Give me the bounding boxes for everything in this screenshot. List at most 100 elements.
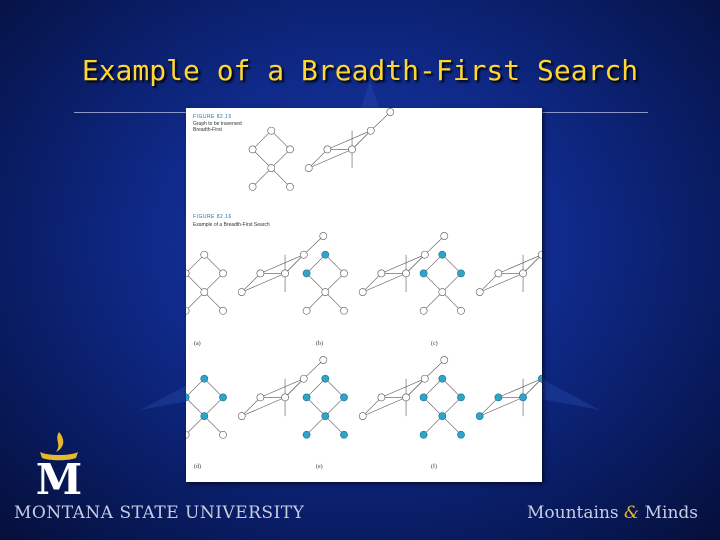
graph-edge bbox=[442, 397, 462, 417]
graph-b bbox=[302, 232, 449, 315]
graph-edge bbox=[204, 415, 224, 436]
graph-edge bbox=[306, 415, 326, 436]
graph-node-visited bbox=[457, 269, 465, 278]
graph-edge bbox=[241, 397, 286, 417]
graph-node bbox=[402, 269, 410, 278]
graph-node bbox=[186, 269, 190, 278]
graph-edge bbox=[423, 273, 443, 293]
graph-edge bbox=[241, 273, 286, 293]
graph-edge bbox=[271, 149, 291, 169]
graph-node-visited bbox=[200, 412, 209, 420]
msu-logo: M bbox=[36, 432, 82, 498]
graph-node bbox=[219, 306, 227, 315]
bfs-figure: FIGURE 82.15 Graph to be traversed Bread… bbox=[186, 108, 542, 482]
graph-node bbox=[237, 412, 246, 420]
graph-edge bbox=[498, 254, 542, 274]
graph-node bbox=[304, 164, 313, 172]
slide-title: Example of a Breadth-First Search bbox=[81, 54, 639, 87]
graph-edge bbox=[479, 397, 524, 417]
graph-node-visited bbox=[537, 374, 542, 383]
graph-node bbox=[323, 145, 332, 154]
panel-label-e: (e) bbox=[316, 464, 323, 470]
graph-a bbox=[186, 232, 328, 315]
graph-edge bbox=[186, 378, 205, 398]
graph-edge bbox=[442, 291, 462, 312]
motto-right: Minds bbox=[644, 503, 698, 523]
graph-c bbox=[419, 250, 542, 315]
graph-edge bbox=[303, 359, 324, 379]
title-rule-left bbox=[74, 112, 192, 113]
graph-edge bbox=[442, 254, 462, 274]
graph-edge bbox=[284, 378, 304, 398]
graph-node bbox=[340, 269, 348, 278]
graph-edge bbox=[381, 254, 425, 274]
graph-node-visited bbox=[219, 393, 227, 402]
graph-node bbox=[281, 393, 289, 402]
graph-node-visited bbox=[519, 393, 527, 402]
graph-node bbox=[366, 126, 375, 135]
graph-node-visited bbox=[321, 250, 330, 259]
graph-node-visited bbox=[340, 430, 348, 439]
graph-node bbox=[348, 145, 356, 154]
graph-node bbox=[519, 269, 527, 278]
graph-node-visited bbox=[340, 393, 348, 402]
graph-e bbox=[302, 356, 449, 439]
graph-node-visited bbox=[419, 393, 428, 402]
motto: Mountains & Minds bbox=[527, 503, 698, 523]
graph-edge bbox=[405, 378, 425, 398]
graph-node bbox=[319, 232, 328, 240]
graph-node bbox=[219, 269, 227, 278]
graph-edge bbox=[325, 378, 345, 398]
graph-edge bbox=[186, 397, 205, 417]
graph-edge bbox=[306, 378, 326, 398]
graph-edge bbox=[351, 130, 371, 150]
graph-d bbox=[186, 356, 328, 439]
panel-label-c: (c) bbox=[431, 341, 438, 347]
graph-node bbox=[419, 306, 428, 315]
graph-node-visited bbox=[419, 269, 428, 278]
graph-edge bbox=[308, 149, 328, 169]
graph-node bbox=[386, 108, 395, 116]
graph-edge bbox=[186, 415, 205, 435]
graph-edge bbox=[370, 111, 391, 131]
graph-node bbox=[420, 250, 429, 259]
graph-edge bbox=[325, 415, 345, 436]
graph-edge bbox=[204, 397, 224, 417]
graph-node bbox=[402, 393, 410, 402]
graph-node-visited bbox=[186, 393, 190, 402]
graph-node bbox=[286, 145, 294, 154]
graph-edge bbox=[260, 378, 304, 398]
bfs-graphs bbox=[186, 108, 542, 439]
graph-edge bbox=[306, 273, 326, 293]
graph-edge bbox=[306, 254, 326, 274]
graph-node bbox=[299, 374, 308, 383]
graph-node-visited bbox=[457, 393, 465, 402]
graph-node bbox=[321, 288, 330, 296]
graph-node-visited bbox=[302, 393, 311, 402]
graph-edge bbox=[271, 130, 291, 150]
graph-edge bbox=[423, 397, 443, 417]
graph-edge bbox=[423, 378, 443, 398]
graph-edge bbox=[306, 397, 326, 417]
panel-label-b: (b) bbox=[316, 341, 323, 347]
graph-node bbox=[358, 412, 367, 420]
graph-edge bbox=[498, 378, 542, 398]
graph-edge bbox=[186, 254, 205, 274]
motto-left: Mountains bbox=[527, 503, 619, 523]
graph-edge bbox=[522, 378, 542, 398]
graph-edge bbox=[271, 167, 291, 188]
graph-edge bbox=[423, 254, 443, 274]
graph-node bbox=[256, 393, 265, 402]
graph-edge bbox=[479, 273, 499, 293]
figure-b-caption: Example of a Breadth-First Search bbox=[193, 222, 270, 228]
graph-node bbox=[319, 356, 328, 364]
graph-node-visited bbox=[321, 412, 330, 420]
panel-label-a: (a) bbox=[194, 341, 201, 347]
graph-edge bbox=[325, 273, 345, 293]
graph-edge bbox=[442, 273, 462, 293]
graph-node bbox=[377, 393, 386, 402]
title-rule-right bbox=[540, 112, 648, 113]
graph-node-visited bbox=[302, 430, 311, 439]
graph-node bbox=[186, 430, 190, 439]
graph-edge bbox=[479, 397, 499, 417]
